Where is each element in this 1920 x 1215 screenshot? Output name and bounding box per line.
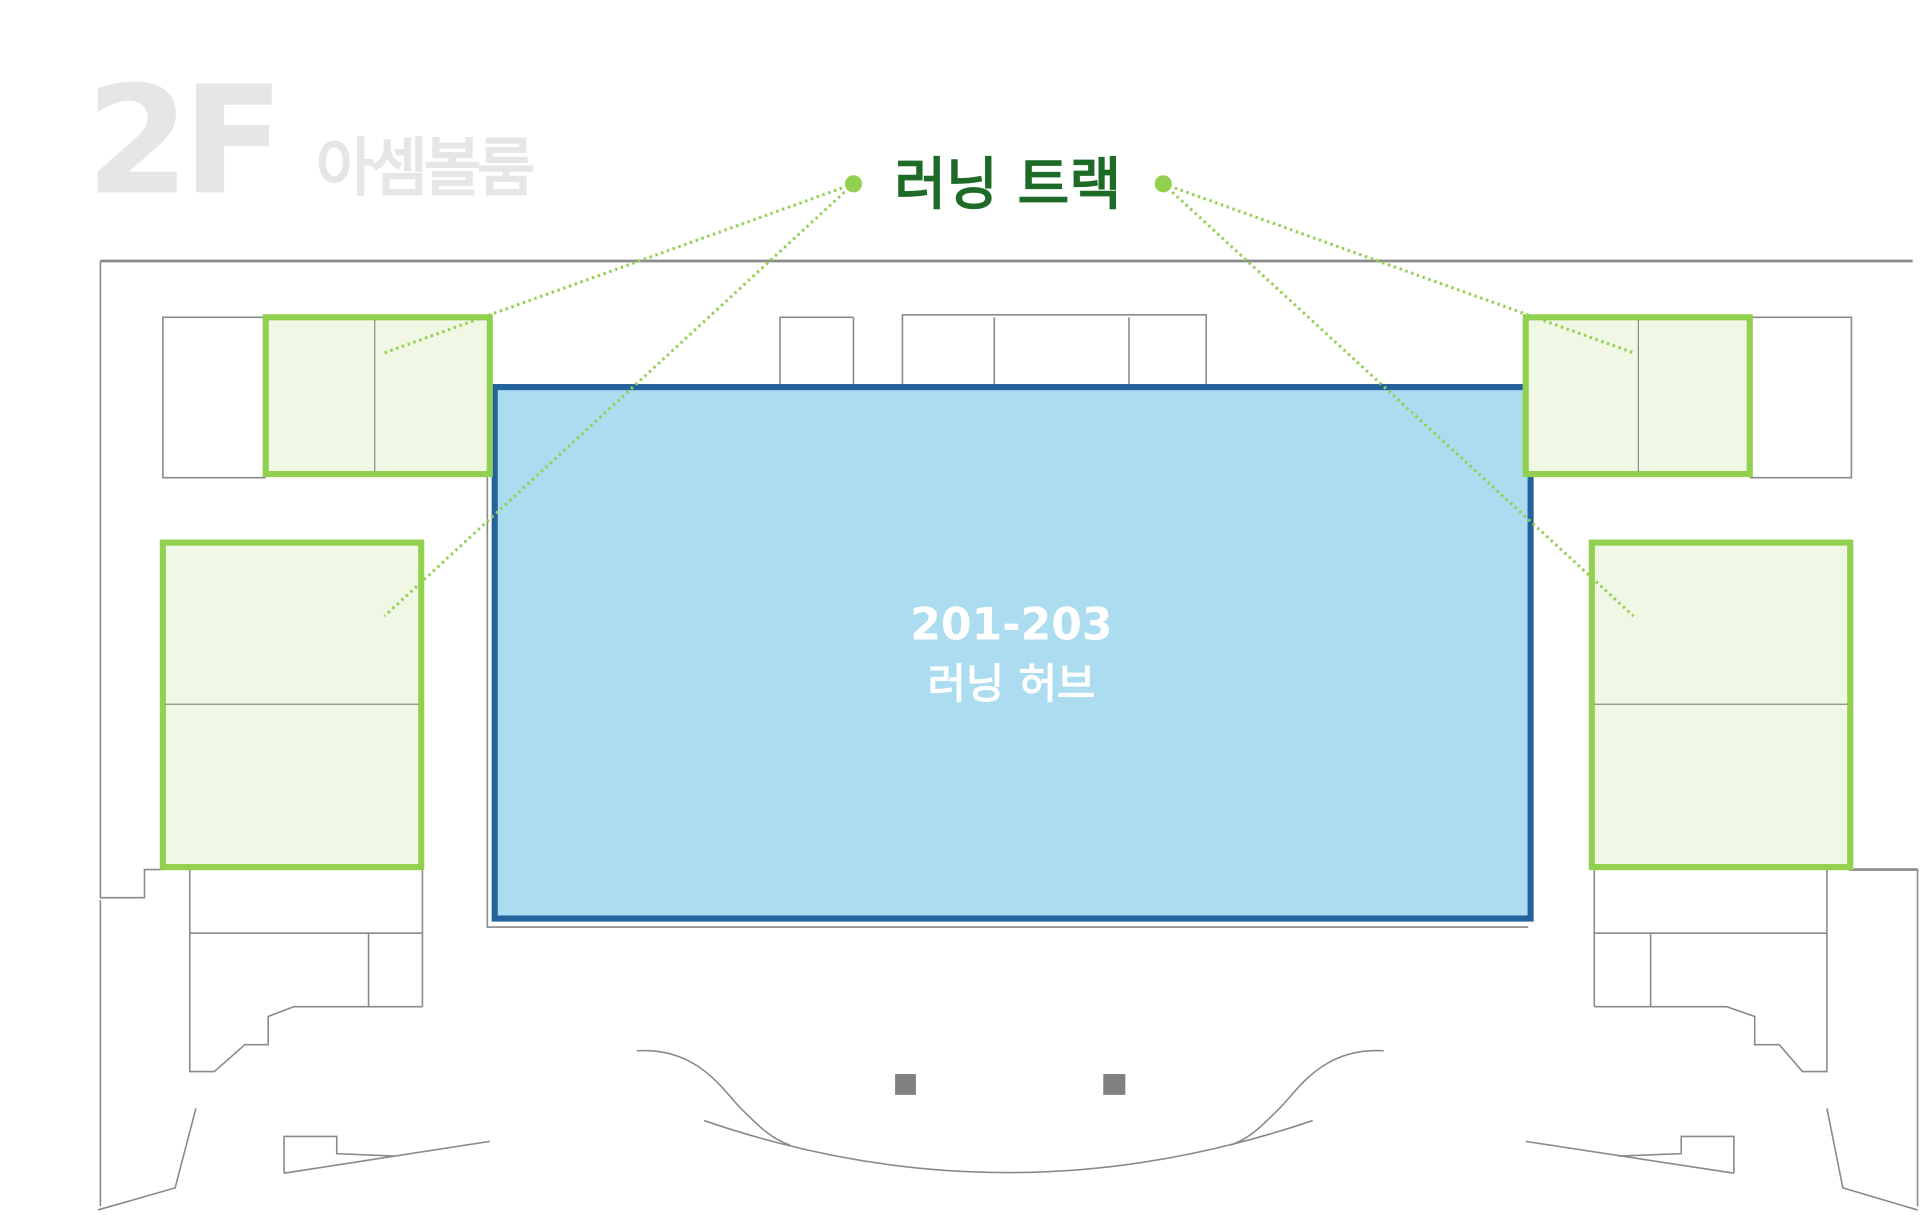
pillar — [1103, 1074, 1126, 1095]
hub-room-numbers: 201-203 — [910, 599, 1112, 650]
callout-dot-left — [844, 175, 863, 193]
running-track-callout-label: 러닝 트랙 — [894, 152, 1121, 217]
floor-level-label: 2F — [86, 54, 277, 228]
callout-dot-right — [1154, 175, 1172, 193]
building-walls — [97, 259, 1919, 1211]
running-track-zone-bottom-left[interactable] — [159, 539, 425, 871]
running-track-zone-top-right[interactable] — [1522, 314, 1753, 478]
hub-label: 러닝 허브 — [928, 659, 1096, 708]
running-track-zone-top-left[interactable] — [262, 314, 493, 478]
running-hub-zone[interactable]: 201-203 러닝 허브 — [491, 384, 1534, 922]
running-track-zone-bottom-right[interactable] — [1588, 539, 1854, 871]
pillar — [895, 1074, 916, 1095]
callout-leader-lines — [383, 182, 1635, 618]
floor-hall-name: 아셈볼룸 — [316, 132, 534, 206]
